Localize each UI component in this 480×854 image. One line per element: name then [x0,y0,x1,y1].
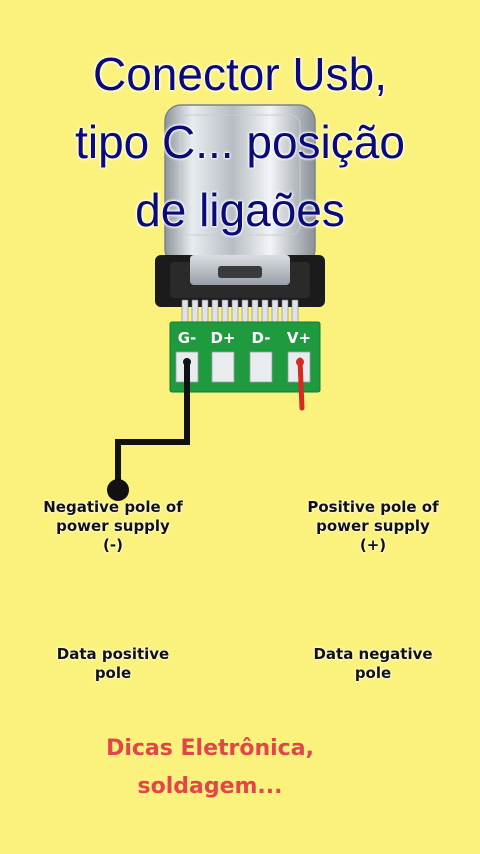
page-title: Conector Usb, tipo C... posição de ligaõ… [0,40,480,244]
pin-label-v-plus: V+ [287,329,311,347]
data-negative-label: Data negative pole [288,645,458,683]
data-positive-label: Data positive pole [28,645,198,683]
positive-pole-line-2: power supply [316,517,430,535]
positive-pole-label: Positive pole of power supply (+) [288,498,458,555]
negative-pole-line-2: power supply [56,517,170,535]
footer-line-1: Dicas Eletrônica, [106,736,314,761]
negative-pole-line-3: (-) [103,536,123,554]
pin-label-d-minus: D- [252,329,271,347]
footer-line-2: soldagem... [137,774,283,799]
data-negative-line-2: pole [354,664,392,682]
connector-body [155,255,325,307]
negative-wire [107,358,191,501]
title-line-2: tipo C... posição [75,116,405,168]
pin-label-d-plus: D+ [210,329,235,347]
pin-label-g: G- [178,329,197,347]
footer-caption: Dicas Eletrônica, soldagem... [60,730,360,806]
positive-wire [296,357,305,411]
connector-shell [164,104,316,266]
negative-pole-label: Negative pole of power supply (-) [28,498,198,555]
negative-pole-line-1: Negative pole of [43,498,183,516]
positive-pole-line-1: Positive pole of [307,498,439,516]
title-line-3: de ligaões [135,184,345,236]
positive-pole-line-3: (+) [359,536,387,554]
title-line-1: Conector Usb, [92,48,387,100]
data-negative-line-1: Data negative [313,645,433,663]
data-positive-line-1: Data positive [56,645,170,663]
data-positive-line-2: pole [94,664,132,682]
pcb-board: G- D+ D- V+ [169,321,321,393]
